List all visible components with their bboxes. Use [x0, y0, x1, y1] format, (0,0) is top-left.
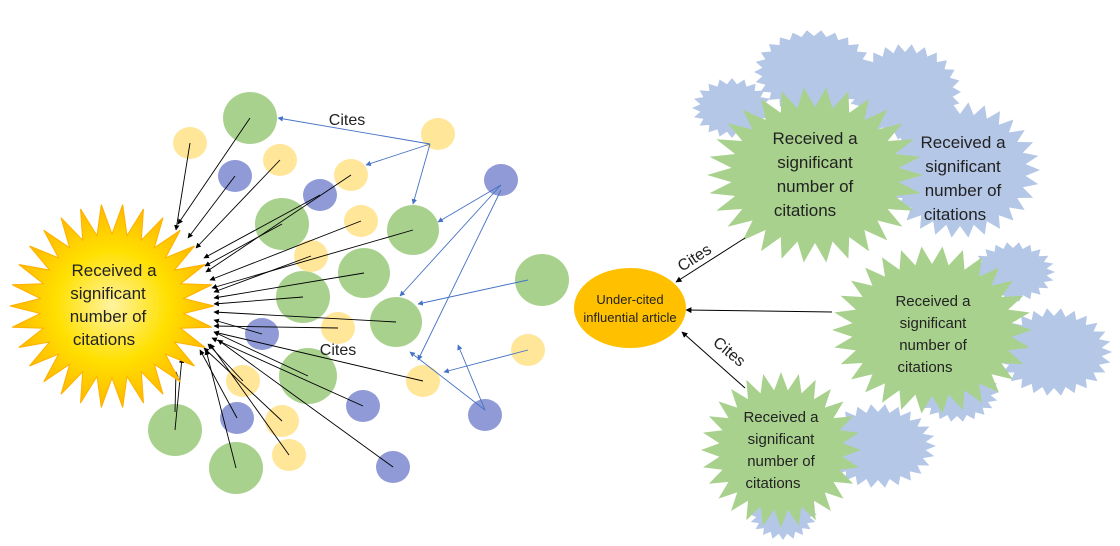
- citation-arrow-blue: [417, 279, 529, 306]
- citation-arrow: [207, 343, 244, 382]
- green-top-line-3: number of: [777, 177, 854, 196]
- citation-arrow: [177, 117, 251, 225]
- blue-top-line-2: significant: [925, 157, 1001, 176]
- highly-cited-green-burst: [707, 87, 923, 263]
- citation-arrow-blue: [437, 184, 502, 223]
- green-mid-line-3: number of: [899, 337, 967, 354]
- citation-arrow: [187, 175, 236, 239]
- citation-arrow: [213, 255, 312, 293]
- green-bottom-line-3: number of: [747, 453, 815, 470]
- highly-cited-green-burst: [832, 246, 1032, 414]
- citation-arrow: [213, 296, 304, 307]
- blue-top-line-4: citations: [924, 205, 986, 224]
- green-burst-top-label: Received a significant number of citatio…: [772, 129, 858, 220]
- under-cited-article-node: Under-cited influential article: [574, 268, 686, 348]
- citation-arrow: [213, 272, 365, 300]
- left-node-cluster: [148, 92, 569, 494]
- citation-arrow: [213, 309, 397, 323]
- green-mid-line-4: citations: [897, 359, 952, 376]
- cites-label-right-lower: Cites: [709, 334, 748, 370]
- left-citation-arrows: [173, 116, 529, 469]
- citation-arrow: [203, 347, 283, 422]
- central-label-line-1: Received a: [71, 261, 157, 280]
- green-bottom-line-1: Received a: [743, 409, 819, 426]
- citation-arrow: [209, 220, 362, 281]
- green-burst-mid-label: Received a significant number of citatio…: [895, 293, 971, 376]
- citation-arrow: [205, 174, 352, 273]
- citation-arrow-blue: [443, 349, 529, 374]
- citation-arrow: [217, 339, 394, 468]
- citation-arrow-blue: [277, 116, 431, 145]
- highly-cited-green-burst: [701, 372, 861, 528]
- blue-top-line-3: number of: [925, 181, 1002, 200]
- under-cited-line-1: Under-cited: [596, 292, 663, 307]
- blue-top-line-1: Received a: [920, 133, 1006, 152]
- green-bottom-line-2: significant: [748, 431, 816, 448]
- citation-arrow: [209, 343, 290, 456]
- right-citation-arrows: [675, 237, 833, 389]
- purple-article-node: [468, 399, 502, 431]
- citation-arrow-blue: [457, 344, 486, 411]
- green-article-node: [515, 254, 569, 306]
- arrow-mid-to-center: [685, 307, 833, 314]
- citation-arrow-blue: [409, 351, 486, 411]
- green-top-line-2: significant: [777, 153, 853, 172]
- citation-arrow: [211, 229, 414, 290]
- green-mid-line-1: Received a: [895, 293, 971, 310]
- citation-arrow: [213, 323, 339, 329]
- green-mid-line-2: significant: [900, 315, 968, 332]
- under-cited-line-2: influential article: [583, 310, 676, 325]
- right-green-bursts: [701, 87, 1032, 528]
- highly-cited-blue-burst: [880, 102, 1040, 238]
- green-burst-bottom-label: Received a significant number of citatio…: [743, 409, 819, 492]
- citation-arrow-blue: [417, 189, 502, 361]
- citation-arrow-blue: [365, 143, 431, 167]
- green-top-line-1: Received a: [772, 129, 858, 148]
- central-label-line-4: citations: [73, 330, 135, 349]
- citation-arrow: [204, 223, 283, 267]
- yellow-article-node: [421, 118, 455, 150]
- arrow-bottom-to-center: [681, 331, 746, 389]
- central-label-line-2: significant: [70, 284, 146, 303]
- citation-arrow: [174, 142, 191, 231]
- sun-burst-shape: [9, 204, 215, 408]
- citation-arrow-blue: [399, 184, 502, 297]
- citation-arrow: [203, 194, 321, 259]
- citation-arrow: [174, 357, 185, 431]
- citation-arrow: [213, 318, 263, 335]
- purple-article-node: [484, 164, 518, 196]
- citation-arrow: [213, 330, 424, 382]
- citation-arrow: [211, 337, 364, 407]
- green-bottom-line-4: citations: [745, 475, 800, 492]
- blue-burst-top-label: Received a significant number of citatio…: [920, 133, 1006, 224]
- citation-arrow: [199, 349, 238, 419]
- central-label-line-3: number of: [70, 307, 147, 326]
- arrow-top-to-center: [675, 237, 746, 283]
- green-top-line-4: citations: [774, 201, 836, 220]
- highly-cited-blue-burst: [754, 30, 874, 114]
- cites-label-middle: Cites: [320, 342, 356, 359]
- citation-arrow: [195, 159, 281, 249]
- cites-label-top: Cites: [329, 112, 365, 129]
- under-cited-ellipse: [574, 268, 686, 348]
- citation-arrow: [213, 331, 309, 377]
- central-highly-cited-article: Received a significant number of citatio…: [9, 204, 215, 408]
- citation-arrow-blue: [411, 143, 431, 205]
- citation-arrow: [204, 349, 237, 469]
